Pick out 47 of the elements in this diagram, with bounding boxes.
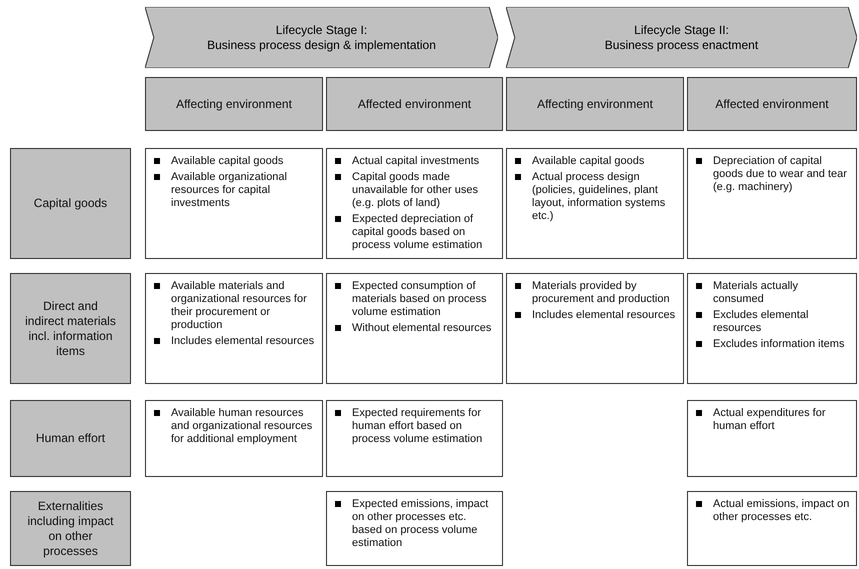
bullet-text: Includes elemental resources <box>171 335 314 348</box>
content-cell <box>326 148 503 259</box>
row-header: Direct and indirect materials incl. information items <box>10 273 131 384</box>
column-header: Affecting environment <box>145 77 323 131</box>
bullet-text: Available capital goods <box>532 155 644 168</box>
stage-title: Lifecycle Stage I: <box>276 22 368 38</box>
bullet-text: Actual expenditures for human effort <box>713 407 827 433</box>
bullet-text: Expected depreciation of capital goods based on process volume estimation <box>352 213 484 252</box>
row-header: Externalities including impact on other processes <box>10 491 131 566</box>
column-header: Affected environment <box>687 77 857 131</box>
content-cell <box>326 273 503 384</box>
content-cell <box>326 400 503 477</box>
content-cell <box>145 273 323 384</box>
bullet-text: Actual emissions, impact on other processes etc. <box>713 498 850 524</box>
content-cell <box>687 148 857 259</box>
bullet-text: Depreciation of capital goods due to wear and tear (e.g. machinery) <box>713 155 848 194</box>
content-cell <box>145 148 323 259</box>
bullet-text: Available organizational resources for capital investments <box>171 171 288 210</box>
bullet-text: Expected consumption of materials based on process volume estimation <box>352 280 488 319</box>
content-cell <box>506 148 684 259</box>
content-cell <box>687 400 857 477</box>
stage-title: Lifecycle Stage II: <box>634 22 729 38</box>
content-cell <box>145 400 323 477</box>
bullet-text: Materials provided by procurement and production <box>532 280 671 306</box>
bullet-text: Capital goods made unavailable for other uses (e.g. plots of land) <box>352 171 479 210</box>
column-header: Affecting environment <box>506 77 684 131</box>
bullet-text: Includes elemental resources <box>532 309 676 322</box>
column-header: Affected environment <box>326 77 503 131</box>
content-cell <box>326 491 503 566</box>
bullet-text: Excludes information items <box>713 338 844 351</box>
bullet-text: Materials actually consumed <box>713 280 799 306</box>
row-header: Capital goods <box>10 148 131 259</box>
content-cell <box>506 273 684 384</box>
stage-title: Business process design & implementation <box>207 38 436 52</box>
bullet-text: Available human resources and organizational resources for additional employment <box>171 407 314 446</box>
content-cell <box>687 273 857 384</box>
bullet-text: Actual capital investments <box>352 155 480 168</box>
content-cell <box>687 491 857 566</box>
stage-title: Business process enactment <box>604 38 758 52</box>
bullet-text: Expected emissions, impact on other processes etc. based on process volume estimation <box>352 498 490 550</box>
bullet-text: Actual process design (policies, guidelines, plant layout, information systems etc.) <box>532 171 666 223</box>
row-header: Human effort <box>10 400 131 477</box>
bullet-text: Available materials and organizational resources for their procurement or production <box>171 280 308 332</box>
bullet-text: Without elemental resources <box>352 322 492 335</box>
bullet-text: Excludes elemental resources <box>713 309 810 335</box>
bullet-text: Available capital goods <box>171 155 284 168</box>
bullet-text: Expected requirements for human effort based on process volume estimation <box>352 407 484 446</box>
